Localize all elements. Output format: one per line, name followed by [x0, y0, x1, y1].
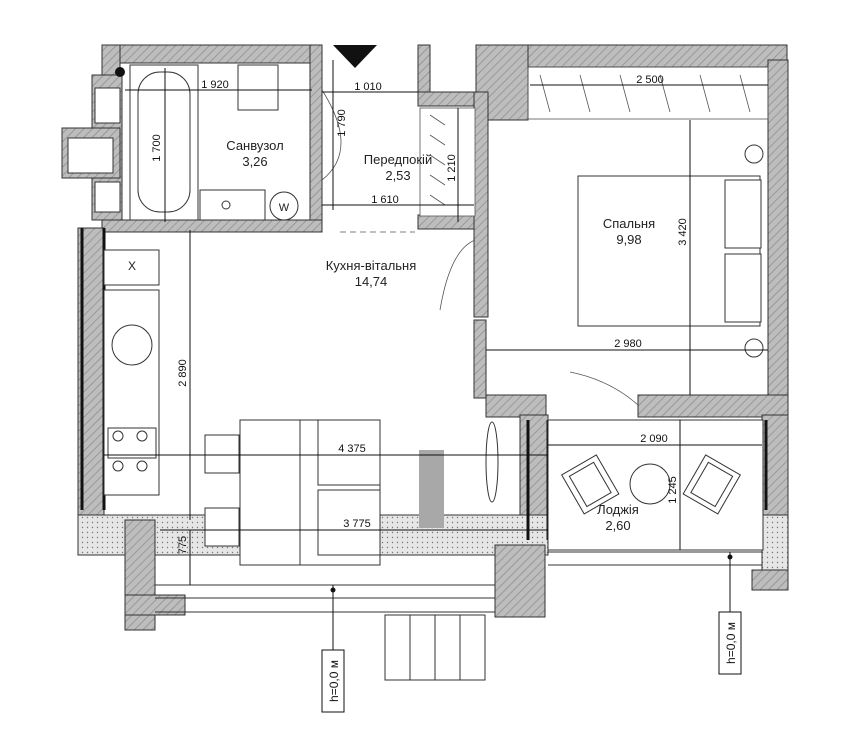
room-name-bathroom: Санвузол [226, 138, 283, 153]
room-name-bedroom: Спальня [603, 216, 655, 231]
dim-bedroom-height: 3 420 [677, 218, 689, 246]
room-area-loggia: 2,60 [605, 518, 630, 533]
dim-loggia-depth: 1 245 [667, 476, 679, 504]
level-right-text: h=0,0 м [724, 622, 738, 664]
window-glazing [155, 551, 762, 681]
dim-hall-height: 1 790 [336, 109, 348, 137]
door-swings [321, 89, 639, 406]
dim-balcony-depth: 775 [177, 536, 189, 554]
room-name-kitchen: Кухня-вітальня [326, 258, 417, 273]
dim-hall-width-top: 1 010 [354, 81, 382, 93]
dim-kitchen-width-bottom: 3 775 [343, 518, 371, 530]
room-name-loggia: Лоджія [597, 502, 639, 517]
dim-kitchen-width-top: 4 375 [338, 443, 366, 455]
pipe-icon [115, 67, 125, 77]
dim-kitchen-height: 2 890 [177, 359, 189, 387]
room-area-kitchen: 14,74 [355, 274, 388, 289]
bed [577, 144, 764, 358]
dim-bath-width: 1 920 [201, 79, 229, 91]
level-marker-left: h=0,0 м [321, 649, 345, 713]
tv-icon [485, 421, 499, 503]
dim-hall-width: 1 610 [371, 194, 399, 206]
room-area-bedroom: 9,98 [616, 232, 641, 247]
dimension-lines [104, 60, 768, 650]
level-left-text: h=0,0 м [327, 660, 341, 702]
dim-loggia-width: 2 090 [640, 433, 668, 445]
dim-bedroom-width-top: 2 500 [636, 74, 664, 86]
room-area-hallway: 2,53 [385, 168, 410, 183]
entrance-arrow-icon [333, 45, 377, 68]
furniture-living [204, 419, 381, 566]
dim-closet-height: 1 210 [446, 154, 458, 182]
room-name-hallway: Передпокій [364, 152, 432, 167]
level-marker-right: h=0,0 м [718, 611, 742, 675]
bath-windows [67, 87, 121, 213]
kitchen-counter [103, 249, 160, 496]
room-area-bathroom: 3,26 [242, 154, 267, 169]
washer-icon: W [279, 202, 290, 214]
hall-closet [419, 107, 476, 217]
hood-icon: X [128, 259, 136, 273]
tv-stand [419, 450, 444, 528]
loggia-furniture [547, 419, 764, 551]
dim-bath-height: 1 700 [151, 134, 163, 162]
bathroom-fixtures [129, 64, 299, 221]
bedroom-wardrobe [527, 66, 769, 120]
dim-bedroom-width: 2 980 [614, 338, 642, 350]
